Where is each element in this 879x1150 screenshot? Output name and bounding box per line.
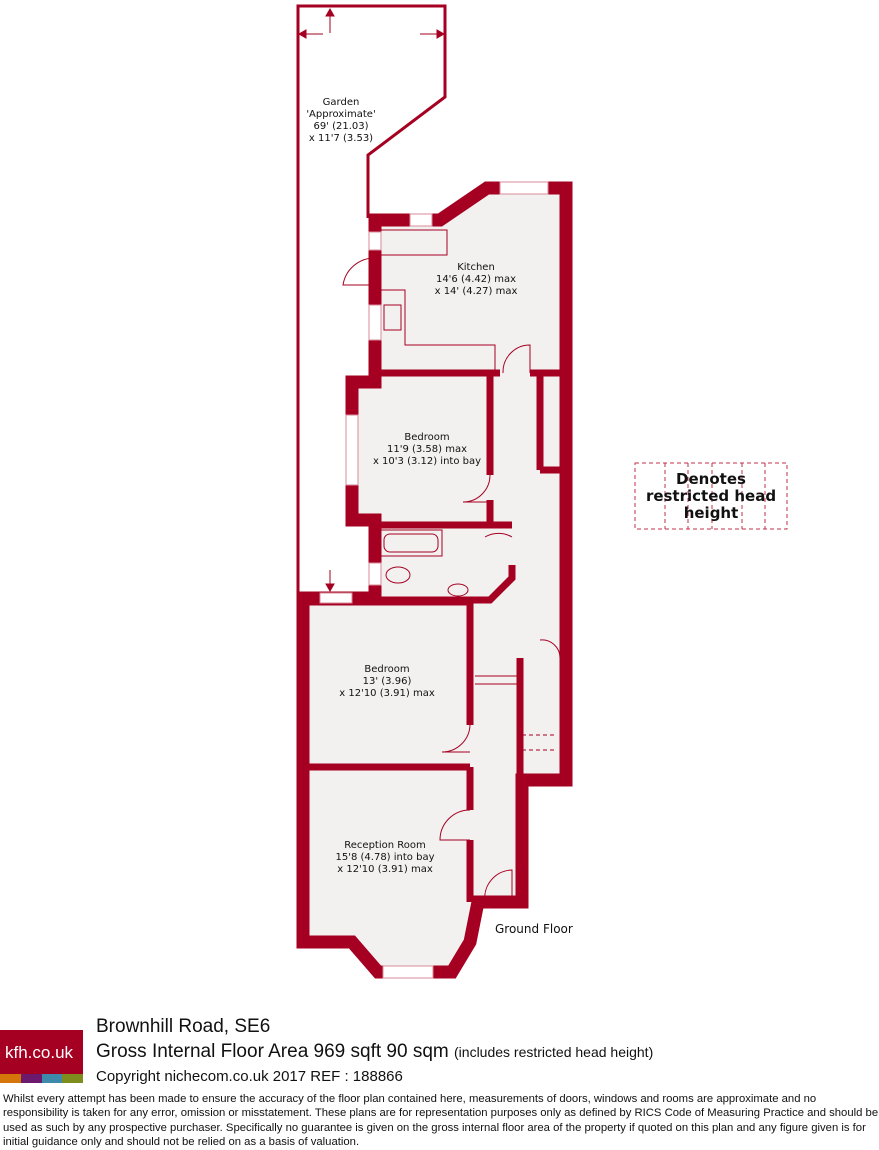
logo-bar [0, 1074, 21, 1083]
room-dim: 15'8 (4.78) into bay [335, 852, 435, 863]
legend-restricted-head-height: Denotes restricted head height [645, 469, 777, 522]
garden-outline [296, 4, 447, 592]
area-note: (includes restricted head height) [454, 1044, 654, 1060]
room-dim: x 12'10 (3.91) max [339, 688, 435, 699]
room-dim: x 14' (4.27) max [434, 286, 518, 297]
room-dim: x 11'7 (3.53) [308, 133, 374, 144]
room-label-reception: Reception Room 15'8 (4.78) into bay x 12… [336, 840, 435, 876]
room-label-bedroom-1: Bedroom 11'9 (3.58) max x 10'3 (3.12) in… [373, 432, 481, 468]
floor-label: Ground Floor [495, 922, 573, 936]
room-dim: x 10'3 (3.12) into bay [372, 456, 482, 467]
room-dim: 11'9 (3.58) max [386, 444, 468, 455]
kfh-logo: kfh.co.uk [0, 1030, 83, 1082]
floor-plan [296, 4, 788, 979]
room-name: Garden [322, 97, 360, 108]
room-name: Bedroom [404, 432, 450, 443]
garden-arrows [297, 7, 446, 593]
logo-text: kfh.co.uk [5, 1043, 74, 1062]
copyright: Copyright nichecom.co.uk 2017 REF : 1888… [96, 1068, 403, 1085]
room-label-kitchen: Kitchen 14'6 (4.42) max x 14' (4.27) max [435, 262, 518, 298]
room-name: Kitchen [457, 262, 495, 273]
room-name: Bedroom [364, 664, 410, 675]
room-name: Reception Room [344, 840, 426, 851]
room-dim: 13' (3.96) [362, 676, 412, 687]
logo-bar [41, 1074, 63, 1083]
room-dim: x 12'10 (3.91) max [337, 864, 433, 875]
room-note: 'Approximate' [306, 109, 376, 120]
room-label-bedroom-2: Bedroom 13' (3.96) x 12'10 (3.91) max [339, 664, 435, 700]
door-arcs [342, 229, 561, 903]
room-dim: 14'6 (4.42) max [435, 274, 517, 285]
restricted-head-height-box [634, 462, 788, 530]
logo-bar [20, 1074, 42, 1083]
room-dim: 69' (21.03) [313, 121, 369, 132]
area-text: Gross Internal Floor Area 969 sqft 90 sq… [96, 1041, 449, 1062]
address: Brownhill Road, SE6 [96, 1016, 271, 1037]
logo-bar [62, 1074, 83, 1083]
disclaimer: Whilst every attempt has been made to en… [3, 1093, 879, 1148]
floor-area: Gross Internal Floor Area 969 sqft 90 sq… [96, 1041, 653, 1063]
windows [319, 181, 549, 979]
room-label-garden: Garden 'Approximate' 69' (21.03) x 11'7 … [306, 97, 375, 145]
